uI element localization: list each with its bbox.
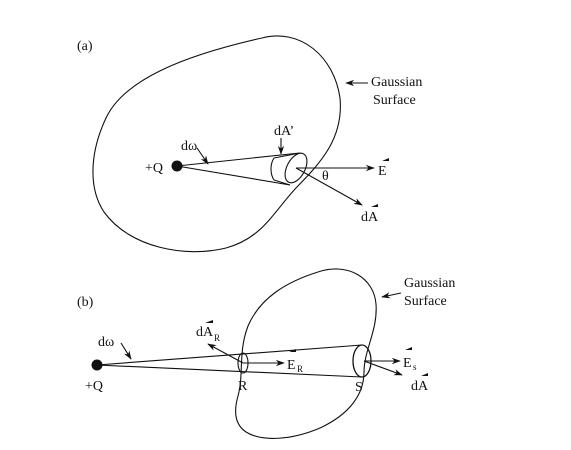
panel-b-label: (b) — [77, 295, 94, 310]
panel-b-area-s-arrow — [363, 360, 403, 376]
panel-a-area-prime-label: dA’ — [274, 124, 294, 139]
panel-b-field-s-label: E — [403, 356, 412, 371]
panel-b-solid-angle-label: dω — [98, 335, 114, 350]
panel-a-cylinder-bottom — [273, 179, 291, 186]
panel-b: (b) Gaussian Surface +Q dω dA R E R R S — [77, 268, 455, 439]
panel-a-surface-label-2: Surface — [373, 93, 416, 108]
panel-b-cone-lower-line — [96, 364, 363, 378]
panel-b-field-s-sub: s — [413, 362, 417, 372]
panel-b-area-s-label: dA — [411, 379, 429, 394]
panel-a-field-vector-mark — [382, 158, 389, 161]
panel-a-solid-angle-leader — [196, 147, 209, 165]
panel-a-solid-angle-label: dω — [181, 139, 197, 154]
panel-b-gaussian-surface — [235, 268, 377, 439]
panel-a-field-label: E — [378, 164, 387, 179]
panel-a-cone-lower-line — [176, 165, 291, 186]
panel-b-solid-angle-leader — [120, 342, 132, 360]
panel-a-cylinder-back — [270, 157, 275, 181]
panel-b-field-r-label: E — [287, 358, 296, 373]
panel-b-surface-label-1: Gaussian — [404, 276, 455, 291]
panel-b-area-r-vector-mark — [205, 320, 213, 323]
panel-b-field-s-vector-mark — [405, 347, 412, 350]
panel-b-field-r-sub: R — [297, 364, 303, 374]
panel-b-surface-leader-arrow — [381, 292, 402, 299]
panel-a-area-vector-label: dA — [361, 210, 379, 225]
panel-a-angle-label: θ — [322, 169, 329, 184]
panel-a-surface-label-1: Gaussian — [371, 75, 422, 90]
panel-b-area-r-arrow — [207, 343, 244, 364]
panel-b-charge-label: +Q — [85, 379, 103, 394]
panel-a-cylinder-top — [273, 152, 301, 159]
panel-a-gaussian-surface — [92, 35, 341, 253]
panel-a-charge-label: +Q — [145, 161, 163, 176]
panel-b-area-s-vector-mark — [421, 373, 428, 376]
panel-a: (a) Gaussian Surface +Q dω dA’ E θ dA — [77, 35, 422, 253]
panel-b-field-r-vector-mark — [289, 349, 296, 352]
panel-b-cone-upper-line — [96, 344, 363, 366]
panel-a-cone-upper-line — [176, 152, 301, 167]
panel-b-point-r-label: R — [238, 379, 248, 394]
panel-a-area-vector-mark — [371, 204, 378, 207]
panel-b-point-s-label: S — [355, 380, 363, 395]
panel-b-area-r-sub: R — [214, 333, 220, 343]
panel-a-label: (a) — [77, 39, 93, 54]
panel-b-area-r-label: dA — [196, 325, 214, 340]
panel-a-area-vector-arrow — [295, 167, 363, 206]
panel-b-surface-label-2: Surface — [404, 294, 447, 309]
